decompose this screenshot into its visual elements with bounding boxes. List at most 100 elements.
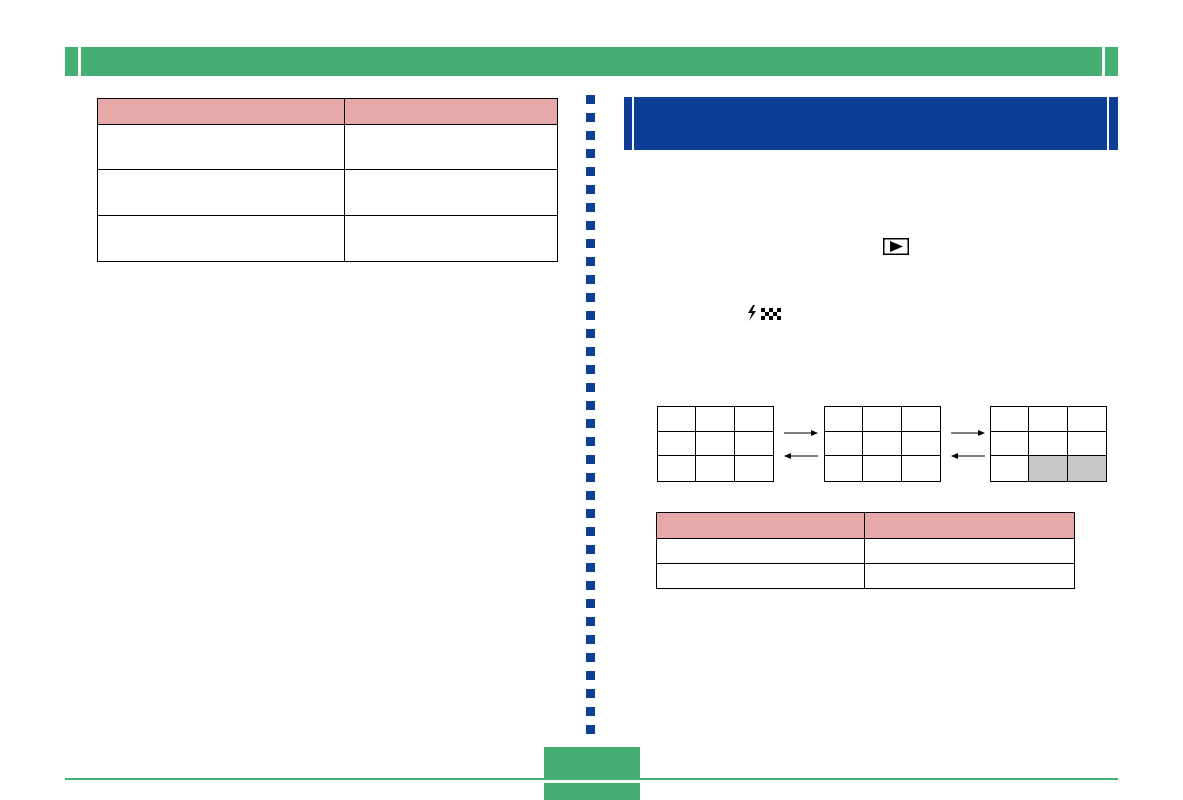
grid-cell <box>825 456 864 481</box>
image-grid <box>657 406 774 482</box>
image-grid <box>824 406 941 482</box>
grid-cell <box>734 432 773 457</box>
grid-cell <box>696 431 735 457</box>
bottom-table-header <box>864 512 1075 539</box>
grid-cell <box>1029 456 1068 481</box>
table-row <box>97 124 558 170</box>
page-number-tab-base <box>544 783 640 800</box>
separator-dot <box>586 113 595 122</box>
separator-dot <box>586 311 595 320</box>
table-row <box>97 215 558 262</box>
left-table <box>97 98 558 262</box>
separator-dot <box>586 383 595 392</box>
separator-dot <box>586 239 595 248</box>
table-cell <box>97 215 345 262</box>
separator-dot <box>586 95 595 104</box>
separator-dot <box>586 671 595 680</box>
separator-dot <box>586 689 595 698</box>
bottom-table-header <box>656 512 865 539</box>
separator-dot <box>586 203 595 212</box>
grid-cell <box>1067 456 1106 481</box>
table-cell <box>864 538 1075 564</box>
right-arrow-icon <box>784 430 818 436</box>
grid-cell <box>696 407 735 432</box>
separator-dot <box>586 563 595 572</box>
separator-dot <box>586 707 595 716</box>
separator-dot <box>586 635 595 644</box>
header-bar-divider <box>78 47 81 76</box>
grid-cell <box>696 456 735 481</box>
title-box-divider <box>632 97 634 150</box>
grid-cell <box>902 456 940 481</box>
separator-dot <box>586 599 595 608</box>
grid-cell <box>1029 431 1068 457</box>
separator-dot <box>586 221 595 230</box>
title-box-divider <box>1107 97 1109 150</box>
separator-dot <box>586 545 595 554</box>
separator-dot <box>586 473 595 482</box>
table-cell <box>344 169 558 216</box>
separator-dot <box>586 581 595 590</box>
separator-dot <box>586 509 595 518</box>
table-cell <box>97 169 345 216</box>
image-grid <box>990 406 1107 482</box>
column-separator <box>586 95 595 735</box>
header-bar-divider <box>1102 47 1105 76</box>
separator-dot <box>586 365 595 374</box>
grid-cell <box>1029 407 1068 432</box>
grid-cell <box>825 407 864 432</box>
separator-dot <box>586 437 595 446</box>
table-cell <box>864 563 1075 589</box>
table-cell <box>344 215 558 262</box>
table-cell <box>97 124 345 170</box>
separator-dot <box>586 131 595 140</box>
left-arrow-icon <box>951 453 985 459</box>
table-cell <box>656 538 865 564</box>
separator-dot <box>586 401 595 410</box>
grid-cell <box>863 407 902 432</box>
play-mode-icon <box>883 238 909 255</box>
table-row <box>656 563 1075 589</box>
grid-cell <box>658 456 697 481</box>
separator-dot <box>586 257 595 266</box>
left-table-header <box>344 98 558 125</box>
left-arrow-icon <box>784 453 818 459</box>
grid-cell <box>991 431 1030 457</box>
separator-dot <box>586 527 595 536</box>
footer-rule <box>65 778 1118 780</box>
page-header-bar <box>65 47 1118 76</box>
separator-dot <box>586 167 595 176</box>
separator-dot <box>586 491 595 500</box>
table-cell <box>344 124 558 170</box>
table-row <box>97 169 558 216</box>
left-table-header <box>97 98 345 125</box>
grid-cell <box>991 456 1030 481</box>
section-title-box <box>624 97 1118 150</box>
separator-dot <box>586 347 595 356</box>
separator-dot <box>586 617 595 626</box>
grid-cell <box>658 407 697 432</box>
separator-dot <box>586 329 595 338</box>
grid-cell <box>991 407 1030 432</box>
page-number-tab <box>544 747 640 779</box>
grid-cell <box>863 431 902 457</box>
grid-cell <box>901 407 940 432</box>
separator-dot <box>586 419 595 428</box>
separator-dot <box>586 149 595 158</box>
bottom-table <box>656 512 1075 589</box>
grid-cell <box>1067 432 1106 457</box>
grid-cell <box>1067 407 1106 432</box>
right-arrow-icon <box>951 430 985 436</box>
grid-cell <box>658 431 697 457</box>
separator-dot <box>586 275 595 284</box>
grid-cell <box>825 431 864 457</box>
table-row <box>656 538 1075 564</box>
separator-dot <box>586 653 595 662</box>
grid-cell <box>735 456 773 481</box>
grid-cell <box>901 432 940 457</box>
grid-cell <box>863 456 902 481</box>
table-cell <box>656 563 865 589</box>
separator-dot <box>586 293 595 302</box>
separator-dot <box>586 185 595 194</box>
flash-macro-icon <box>748 305 781 321</box>
